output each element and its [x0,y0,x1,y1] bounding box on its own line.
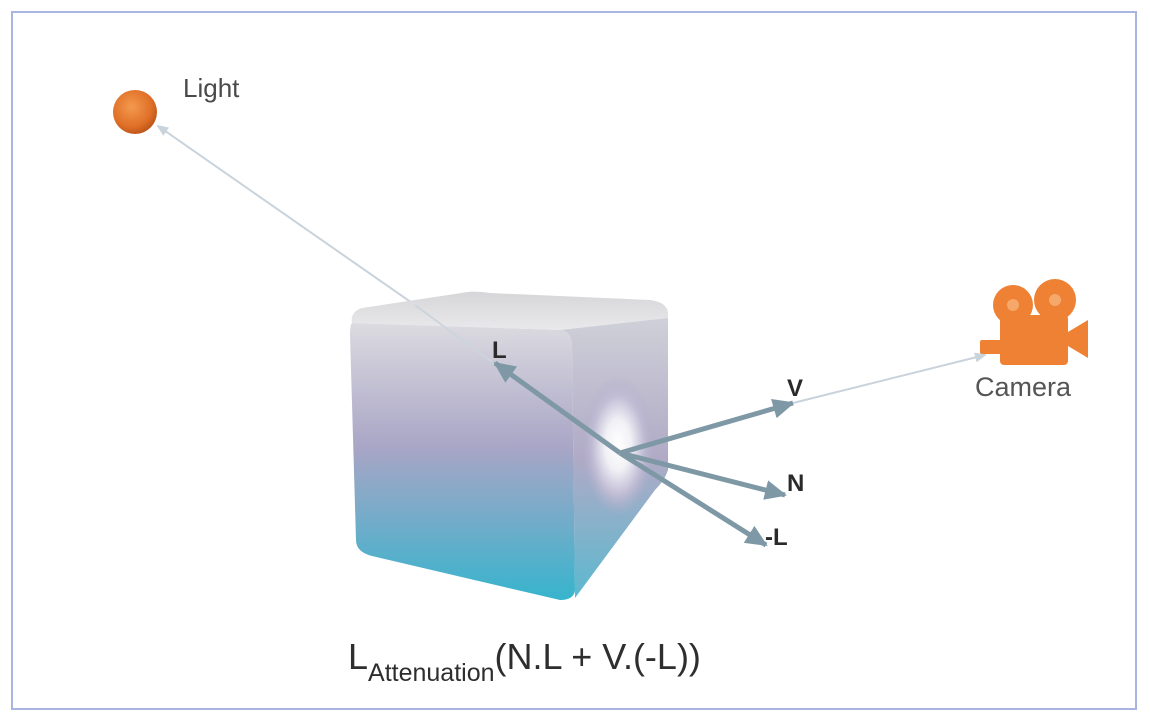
vector-N-label: N [787,470,805,497]
vector-L-arrow [493,360,622,456]
light-sphere-icon [113,90,157,134]
vector-negL-label: -L [765,524,788,551]
vector-negL-arrow [618,450,768,548]
vector-V-arrow [619,398,795,456]
attenuation-formula: LAttenuation(N.L + V.(-L)) [348,636,701,687]
vector-V-label: V [787,375,804,402]
vector-N-arrow [619,450,787,500]
camera-ray-line [792,352,987,404]
movie-camera-icon [980,279,1088,365]
formula-base: L [348,636,369,677]
cube-shape [350,291,668,600]
camera-label: Camera [975,372,1072,402]
formula-subscript: Attenuation [368,659,495,687]
vector-L-label: L [492,337,507,364]
light-label: Light [183,73,240,103]
formula-rest: (N.L + V.(-L)) [494,636,701,677]
light-ray-inner [414,304,501,369]
light-ray-line [156,124,416,306]
